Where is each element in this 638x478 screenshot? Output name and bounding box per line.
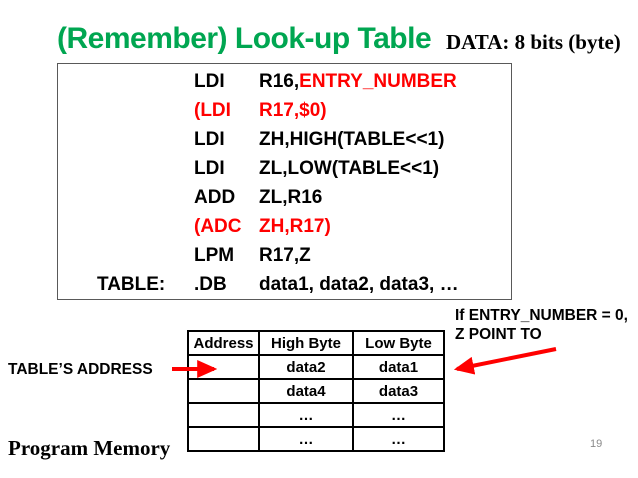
code-operand-red: ENTRY_NUMBER [299, 70, 457, 92]
cell-address [187, 354, 260, 380]
column-header-address: Address [187, 330, 260, 356]
cell-address [187, 402, 260, 428]
cell-high-byte: … [258, 426, 354, 452]
code-operand: R16,ENTRY_NUMBER [259, 71, 511, 93]
program-memory-label: Program Memory [8, 436, 171, 460]
program-memory-table: Address High Byte Low Byte data2 data1 d… [187, 330, 445, 452]
cell-low-byte: data1 [352, 354, 445, 380]
table-row: … … [187, 402, 445, 428]
cell-high-byte: data2 [258, 354, 354, 380]
code-line: LDI R16,ENTRY_NUMBER [58, 67, 511, 96]
code-operand: ZL,R16 [259, 186, 323, 208]
column-header-low-byte: Low Byte [352, 330, 445, 356]
code-opcode: LPM [194, 245, 235, 267]
code-label: TABLE: [97, 274, 166, 296]
entry-number-note-line2: Z POINT TO [455, 326, 542, 343]
cell-low-byte: … [352, 402, 445, 428]
entry-number-note-line1: If ENTRY_NUMBER = 0, [455, 307, 628, 324]
code-line: (LDI R17,$0) [58, 96, 511, 125]
code-operand: R17,Z [259, 245, 311, 267]
page-number: 19 [590, 438, 603, 450]
table-row: … … [187, 426, 445, 452]
code-opcode: (LDI [194, 99, 231, 121]
code-operand: ZL,LOW(TABLE<<1) [259, 157, 440, 179]
code-operand-black: R16, [259, 70, 300, 92]
data-size-note: DATA: 8 bits (byte) [446, 30, 621, 54]
table-address-label: TABLE’S ADDRESS [8, 361, 153, 378]
cell-address [187, 378, 260, 404]
cell-address [187, 426, 260, 452]
table-row: data2 data1 [187, 354, 445, 380]
code-line: LPM R17,Z [58, 242, 511, 271]
code-opcode: (ADC [194, 216, 242, 238]
column-header-high-byte: High Byte [258, 330, 354, 356]
z-pointer-arrow-icon [453, 347, 557, 375]
code-opcode: LDI [194, 128, 225, 150]
entry-number-note: If ENTRY_NUMBER = 0, Z POINT TO [455, 306, 628, 344]
page-title: (Remember) Look-up Table [57, 22, 432, 55]
code-line: ADD ZL,R16 [58, 183, 511, 212]
code-operand: ZH,R17) [259, 216, 331, 238]
code-line: LDI ZH,HIGH(TABLE<<1) [58, 125, 511, 154]
code-opcode: LDI [194, 157, 225, 179]
cell-low-byte: … [352, 426, 445, 452]
cell-low-byte: data3 [352, 378, 445, 404]
code-opcode: ADD [194, 186, 236, 208]
code-operand: data1, data2, data3, … [259, 274, 459, 296]
cell-high-byte: … [258, 402, 354, 428]
code-opcode: .DB [194, 274, 227, 296]
code-line: LDI ZL,LOW(TABLE<<1) [58, 154, 511, 183]
code-line: TABLE: .DB data1, data2, data3, … [58, 271, 511, 300]
table-header-row: Address High Byte Low Byte [187, 330, 445, 356]
code-operand: ZH,HIGH(TABLE<<1) [259, 128, 445, 150]
code-operand: R17,$0) [259, 99, 327, 121]
code-opcode: LDI [194, 70, 225, 92]
table-row: data4 data3 [187, 378, 445, 404]
cell-high-byte: data4 [258, 378, 354, 404]
code-line: (ADC ZH,R17) [58, 212, 511, 241]
assembly-code-box: LDI R16,ENTRY_NUMBER (LDI R17,$0) LDI ZH… [57, 63, 512, 300]
